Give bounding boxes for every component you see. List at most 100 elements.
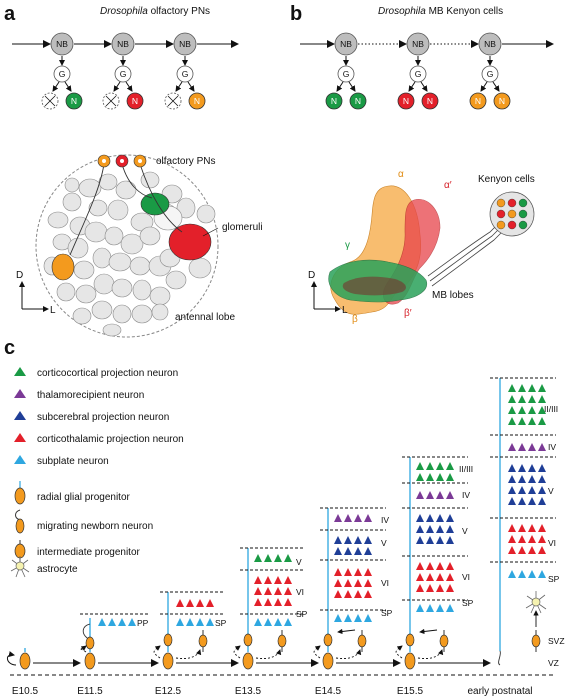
neuron-triangle (364, 536, 372, 544)
neuron-triangle (344, 579, 352, 587)
migration-arrow (417, 649, 444, 659)
migrating-neuron (243, 633, 253, 647)
glomerulus (93, 273, 115, 295)
panel-a-title: Drosophila olfactory PNs (100, 6, 210, 17)
glomerulus (64, 177, 80, 193)
neuron-triangle (264, 554, 272, 562)
neuron-triangle (334, 568, 342, 576)
neuron-triangle (436, 525, 444, 533)
neuron-triangle (176, 618, 184, 626)
glomerulus (111, 278, 133, 298)
neuron-triangle (518, 395, 526, 403)
neuron-cell (397, 92, 415, 110)
intermediate-progenitor (531, 634, 541, 648)
division-arrow (408, 81, 416, 92)
neuron-triangle (274, 598, 282, 606)
astrocyte-body (531, 597, 541, 607)
peduncle-line (429, 227, 501, 282)
glomerulus (176, 197, 196, 219)
neuroblast-cell (111, 32, 135, 56)
glomerulus (84, 221, 108, 243)
neuron-triangle (518, 524, 526, 532)
neuron-triangle (446, 462, 454, 470)
overlap-region (342, 276, 406, 296)
neuron-triangle (426, 462, 434, 470)
neuron-triangle (354, 536, 362, 544)
neuron-triangle (274, 618, 282, 626)
neuron-triangle (508, 384, 516, 392)
division-arrow (336, 81, 344, 92)
neuron-cell (126, 92, 144, 110)
neuron-triangle (284, 554, 292, 562)
neuron-triangle (508, 475, 516, 483)
g-label: G (59, 69, 66, 79)
neuron-triangle (108, 618, 116, 626)
axis-l-label: L (342, 305, 348, 316)
glomerulus (56, 282, 76, 302)
migrating-neuron (323, 633, 333, 647)
peduncle-line (427, 223, 499, 277)
neuron-triangle (446, 536, 454, 544)
neuron-triangle (508, 486, 516, 494)
cell-legend-label-1: migrating newborn neuron (37, 521, 153, 532)
neuron-triangle (254, 576, 262, 584)
layer-label: VI (548, 538, 556, 548)
neuron-triangle (436, 604, 444, 612)
axis-l-label: L (50, 305, 56, 316)
neuron-triangle (344, 614, 352, 622)
mb-lobes-label: MB lobes (432, 290, 474, 301)
neuron-triangle (446, 491, 454, 499)
division-arrow (52, 81, 60, 92)
kenyon-cell-dots (496, 198, 528, 230)
migrating-newborn-neuron-icon (15, 518, 25, 534)
neuron-triangle (416, 536, 424, 544)
n-label: N (132, 96, 138, 106)
neuron-triangle (508, 497, 516, 505)
neuron-triangle (528, 546, 536, 554)
neuron-triangle (334, 536, 342, 544)
neuron-triangle (518, 486, 526, 494)
neuron-triangle (518, 464, 526, 472)
g-label: G (415, 69, 422, 79)
neuron-triangle (426, 562, 434, 570)
glomerulus (120, 233, 144, 255)
axis-d-label: D (16, 270, 23, 281)
neuron-triangle (274, 576, 282, 584)
kenyon-cell (518, 209, 528, 219)
neuron-triangle (128, 618, 136, 626)
glomerulus (107, 199, 129, 221)
layer-label: V (462, 526, 468, 536)
radial-glial-progenitor (84, 652, 96, 670)
neuron-triangle (416, 562, 424, 570)
n-label: N (355, 96, 361, 106)
division-arrow (480, 81, 488, 92)
nb-label: NB (117, 39, 129, 49)
legend-label-4: subplate neuron (37, 456, 109, 467)
neuron-triangle (254, 598, 262, 606)
neuron-triangle (446, 573, 454, 581)
neuron-triangle (344, 536, 352, 544)
migrating-neuron (405, 633, 415, 647)
layer-label: VI (381, 578, 389, 588)
intermediate-progenitor (357, 634, 367, 648)
neuron-triangle (254, 587, 262, 595)
glomerulus (196, 204, 216, 224)
mushroom-body-diagram: Kenyon cells α α′ γ β β′ MB lobes D L (308, 169, 535, 325)
gmc-cell (114, 65, 132, 83)
legend-label-0: corticocortical projection neuron (37, 368, 178, 379)
neuron-triangle (364, 547, 372, 555)
neuron-type-triangle (14, 389, 26, 398)
neuroblast-cell (173, 32, 197, 56)
glomerulus (104, 226, 124, 246)
glomerulus (132, 279, 152, 301)
layer-label: PP (137, 618, 149, 628)
neuron-triangle (284, 587, 292, 595)
glomerulus (165, 270, 187, 290)
neuron-triangle (436, 573, 444, 581)
neuron-triangle (528, 443, 536, 451)
neuron-triangle (426, 525, 434, 533)
layer-label: SP (548, 574, 560, 584)
stage-label-5: E15.5 (397, 686, 424, 697)
layer-label: II/III (459, 464, 473, 474)
